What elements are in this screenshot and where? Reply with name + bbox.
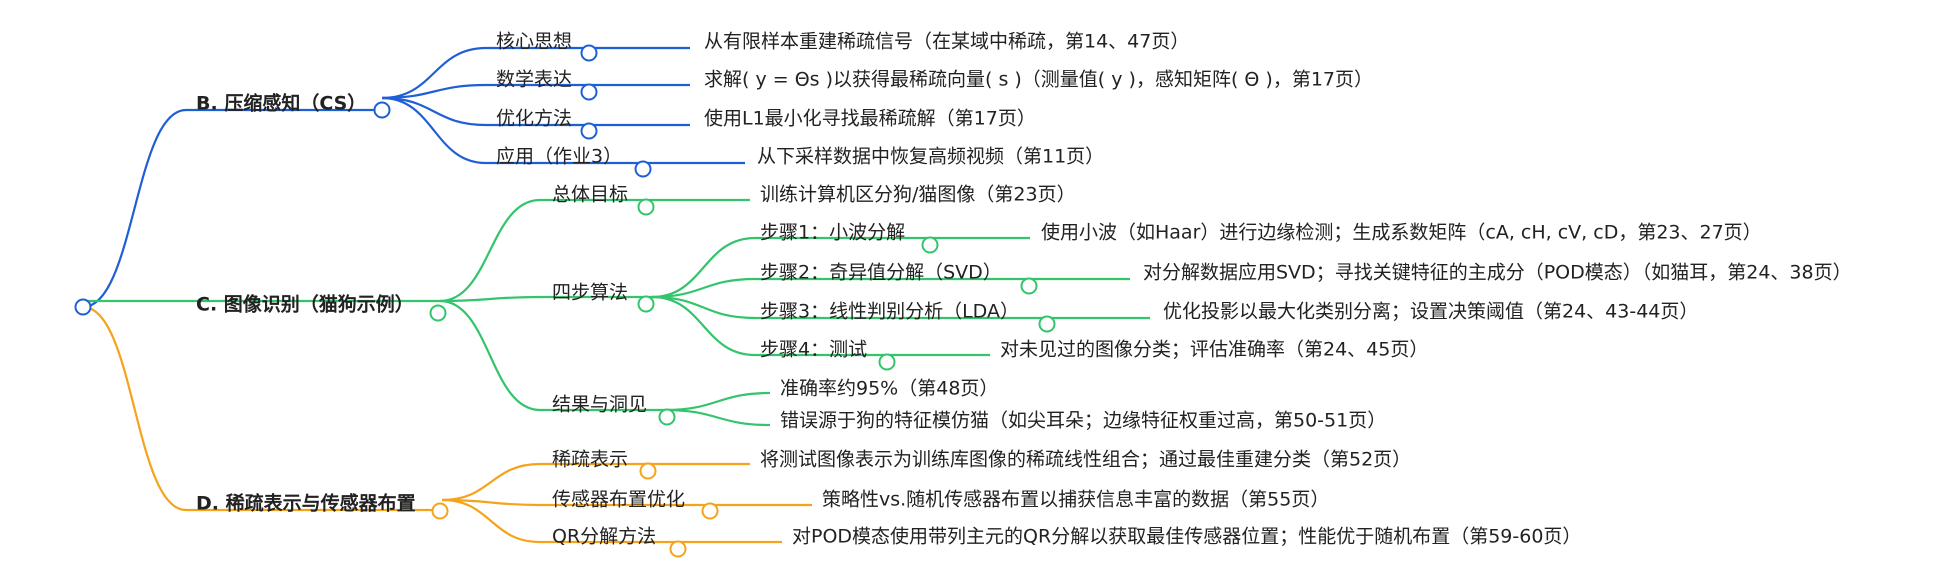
edge-b-math <box>381 83 487 100</box>
node-label-accuracy[interactable]: 准确率约95%（第48页） <box>780 378 998 400</box>
node-label-sparse-rep[interactable]: 稀疏表示 <box>552 449 628 471</box>
node-step1[interactable] <box>921 236 939 254</box>
node-core-idea[interactable] <box>580 44 598 62</box>
node-results[interactable] <box>658 408 676 426</box>
mindmap-nodes <box>74 44 1056 558</box>
edge-b-core-idea <box>381 46 487 100</box>
node-detail-sparse-rep: 将测试图像表示为训练库图像的稀疏线性组合；通过最佳重建分类（第52页） <box>760 449 1411 471</box>
node-label-goal[interactable]: 总体目标 <box>552 184 628 206</box>
node-detail-goal: 训练计算机区分狗/猫图像（第23页） <box>760 184 1076 206</box>
edge-d-qr <box>441 498 541 544</box>
node-label-step4[interactable]: 步骤4：测试 <box>760 339 867 361</box>
node-label-step3[interactable]: 步骤3：线性判别分析（LDA） <box>760 301 1019 323</box>
mindmap-edges <box>82 46 1150 544</box>
node-math[interactable] <box>580 83 598 101</box>
mindmap-labels: B. 压缩感知（CS） 核心思想 从有限样本重建稀疏信号（在某域中稀疏，第14、… <box>196 31 1852 548</box>
branch-label-d[interactable]: D. 稀疏表示与传感器布置 <box>196 492 416 515</box>
node-label-four-step[interactable]: 四步算法 <box>552 282 628 304</box>
node-step2[interactable] <box>1020 277 1038 295</box>
edge-d-sensor-opt <box>441 498 541 507</box>
node-step3[interactable] <box>1038 315 1056 333</box>
node-label-results[interactable]: 结果与洞见 <box>552 394 647 416</box>
node-detail-sensor-opt: 策略性vs.随机传感器布置以捕获信息丰富的数据（第55页） <box>822 489 1329 511</box>
node-label-core-idea[interactable]: 核心思想 <box>496 31 572 53</box>
node-application[interactable] <box>634 160 652 178</box>
edge-c-four-step <box>439 295 541 303</box>
node-label-math[interactable]: 数学表达 <box>496 69 572 91</box>
node-detail-core-idea: 从有限样本重建稀疏信号（在某域中稀疏，第14、47页） <box>704 31 1189 53</box>
node-label-step1[interactable]: 步骤1：小波分解 <box>760 222 905 244</box>
edge-four-step2 <box>651 277 756 299</box>
node-goal[interactable] <box>637 198 655 216</box>
root-node[interactable] <box>74 298 92 316</box>
edge-results-accuracy <box>664 391 771 412</box>
edge-c-results <box>439 299 541 412</box>
node-detail-optimization: 使用L1最小化寻找最稀疏解（第17页） <box>704 108 1036 130</box>
branch-node-d[interactable] <box>431 502 449 520</box>
edge-root-b <box>82 108 187 309</box>
node-detail-math: 求解( y = Θs )以获得最稀疏向量( s )（测量值( y )，感知矩阵(… <box>704 69 1373 91</box>
edge-b-application <box>381 96 487 165</box>
edge-c-goal <box>439 198 541 303</box>
node-label-sensor-opt[interactable]: 传感器布置优化 <box>552 489 685 511</box>
node-label-step2[interactable]: 步骤2：奇异值分解（SVD） <box>760 262 1002 284</box>
node-qr[interactable] <box>669 540 687 558</box>
node-label-application[interactable]: 应用（作业3） <box>496 146 622 168</box>
edge-four-step1 <box>651 236 756 299</box>
edge-results-error <box>664 408 771 427</box>
node-label-optimization[interactable]: 优化方法 <box>496 108 572 130</box>
edge-four-step4 <box>651 295 756 357</box>
edge-d-sparse-rep <box>441 462 541 502</box>
node-four-step[interactable] <box>637 295 655 313</box>
branch-label-b[interactable]: B. 压缩感知（CS） <box>196 92 366 115</box>
edge-root-d <box>82 305 187 512</box>
node-optimization[interactable] <box>580 122 598 140</box>
node-detail-step3: 优化投影以最大化类别分离；设置决策阈值（第24、43-44页） <box>1163 301 1698 323</box>
node-detail-step4: 对未见过的图像分类；评估准确率（第24、45页） <box>1000 339 1428 361</box>
node-detail-application: 从下采样数据中恢复高频视频（第11页） <box>757 146 1104 168</box>
node-label-error-source[interactable]: 错误源于狗的特征模仿猫（如尖耳朵；边缘特征权重过高，第50-51页） <box>780 410 1386 432</box>
node-step4[interactable] <box>878 353 896 371</box>
branch-node-c[interactable] <box>429 304 447 322</box>
node-sparse-rep[interactable] <box>639 462 657 480</box>
branch-label-c[interactable]: C. 图像识别（猫狗示例） <box>196 293 414 316</box>
branch-node-b[interactable] <box>373 101 391 119</box>
node-label-qr[interactable]: QR分解方法 <box>552 526 656 548</box>
node-sensor-opt[interactable] <box>701 502 719 520</box>
node-detail-qr: 对POD模态使用带列主元的QR分解以获取最佳传感器位置；性能优于随机布置（第59… <box>792 526 1581 548</box>
node-detail-step1: 使用小波（如Haar）进行边缘检测；生成系数矩阵（cA, cH, cV, cD，… <box>1041 222 1762 244</box>
node-detail-step2: 对分解数据应用SVD；寻找关键特征的主成分（POD模态）（如猫耳，第24、38页… <box>1143 262 1852 284</box>
edge-four-step3 <box>651 295 756 320</box>
edge-b-optimization <box>381 96 487 127</box>
